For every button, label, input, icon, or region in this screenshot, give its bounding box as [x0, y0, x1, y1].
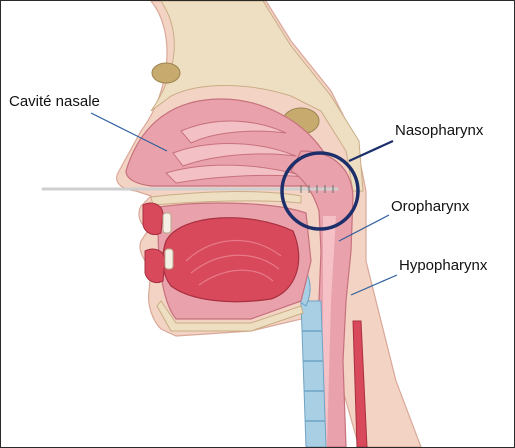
label-nasopharynx: Nasopharynx [395, 122, 483, 139]
lower-tooth [165, 249, 173, 269]
lower-lip [145, 249, 165, 283]
upper-lip [143, 203, 163, 235]
label-nasal-cavity: Cavité nasale [9, 93, 100, 110]
label-hypopharynx: Hypopharynx [399, 257, 487, 274]
frontal-sinus [152, 63, 180, 83]
upper-tooth [163, 213, 171, 233]
label-oropharynx: Oropharynx [391, 198, 469, 215]
tongue [163, 218, 299, 302]
trachea [301, 301, 326, 447]
